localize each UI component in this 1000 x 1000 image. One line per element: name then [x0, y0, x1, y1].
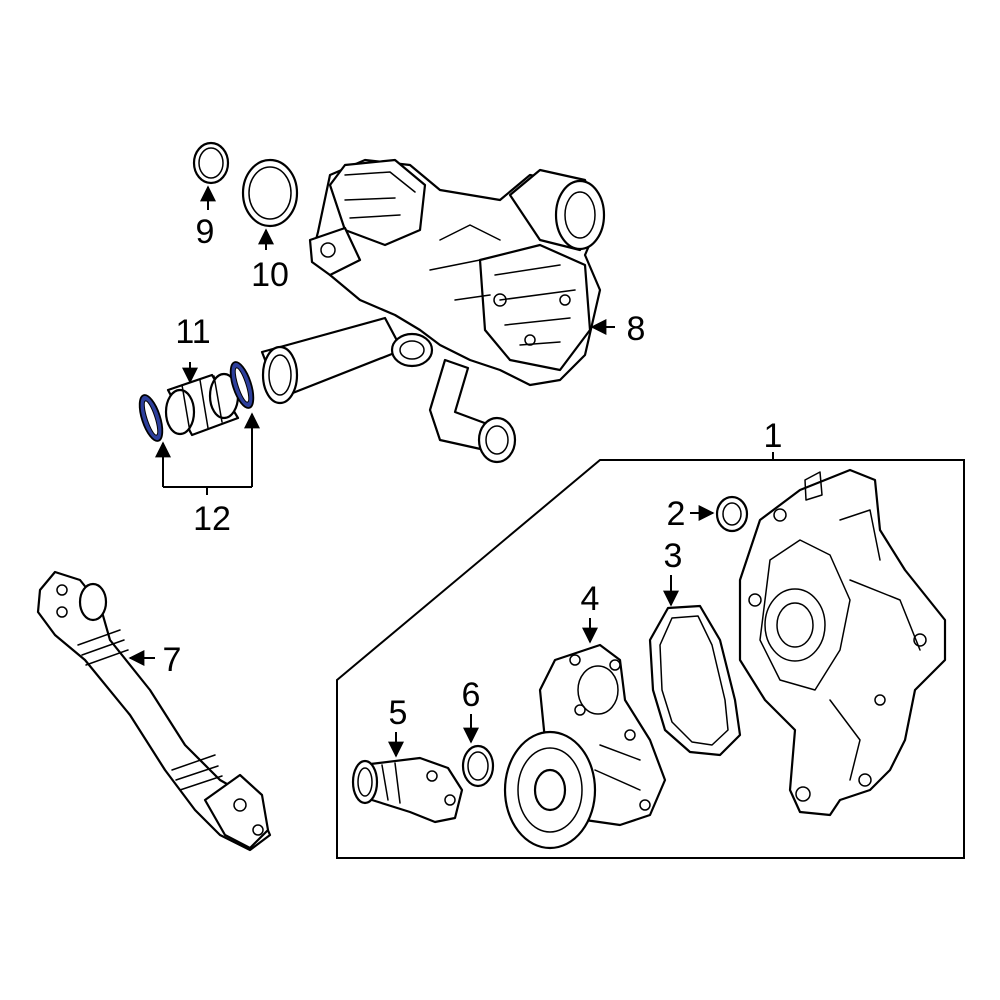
callout-6: 6	[462, 676, 481, 714]
callout-4: 4	[581, 580, 600, 618]
callout-7: 7	[163, 641, 182, 679]
part-10-seal-ring	[241, 158, 299, 228]
callout-1: 1	[764, 417, 783, 455]
callout-3: 3	[664, 537, 683, 575]
part-6-o-ring	[461, 744, 495, 788]
part-5-pipe-connector	[351, 756, 464, 824]
part-8-coolant-valve-assembly	[260, 158, 606, 464]
part-9-small-seal-ring	[192, 141, 230, 185]
callout-9: 9	[196, 213, 215, 251]
leader-lines	[128, 185, 715, 758]
callout-8: 8	[627, 310, 646, 348]
callout-12: 12	[193, 500, 231, 538]
callout-10: 10	[251, 256, 289, 294]
part-12-o-ring-right	[229, 361, 255, 409]
part-11-connector-sleeve	[164, 372, 240, 437]
assembly-1-group-box	[336, 452, 965, 859]
part-2-seal	[715, 495, 749, 533]
part-3-gasket	[648, 604, 742, 757]
part-12-o-ring-left	[138, 394, 164, 442]
callout-5: 5	[389, 694, 408, 732]
part-1-housing	[738, 468, 947, 817]
callout-labels: 1 2 3 4 5 6 7 8 9 10 11 12	[163, 213, 783, 732]
callout-11: 11	[175, 313, 210, 351]
part-7-coolant-hose	[36, 570, 272, 852]
callout-2: 2	[667, 495, 686, 533]
part-4-water-pump	[503, 643, 667, 850]
